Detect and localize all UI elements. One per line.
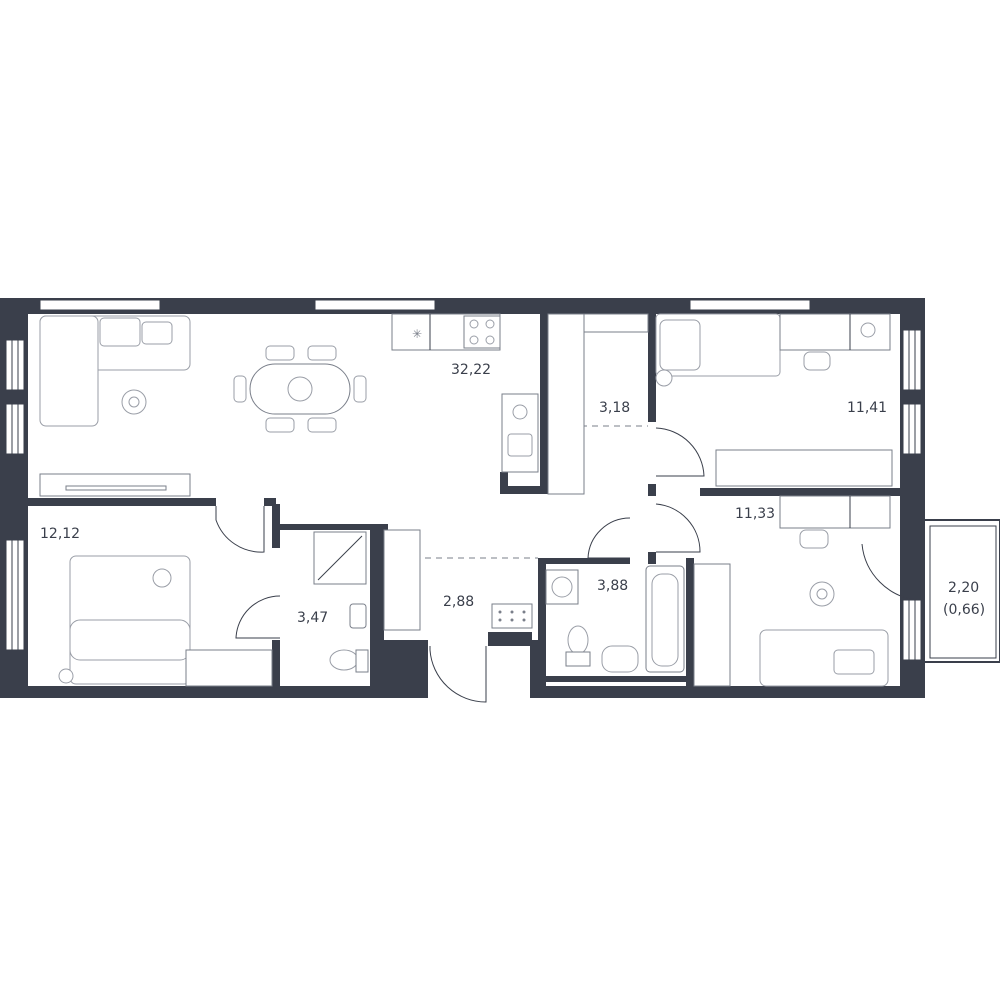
- area-bedroom-left: 12,12: [40, 526, 80, 542]
- desk-right: [779, 495, 891, 549]
- doors: [215, 427, 919, 703]
- dining-table: [233, 345, 367, 433]
- tv-stand: [39, 473, 191, 497]
- plant-icon: [121, 389, 147, 415]
- area-hallway: 2,88: [443, 594, 474, 610]
- shower-left: [313, 531, 367, 585]
- window-left-bottom: [5, 539, 25, 651]
- sink-left: [349, 603, 367, 629]
- svg-text:✳: ✳: [412, 327, 422, 341]
- area-bathroom-center: 3,88: [597, 578, 628, 594]
- desk-top-right: [779, 313, 891, 371]
- wardrobe-storage: [547, 313, 649, 495]
- toilet-center: [565, 625, 591, 667]
- washing-machine: [545, 569, 579, 605]
- plant-right-icon: [809, 581, 835, 607]
- bathtub: [645, 565, 685, 673]
- wardrobe-top-right: [715, 449, 893, 487]
- window-left-top: [5, 339, 25, 391]
- kitchen-counter: ✳: [391, 313, 539, 473]
- sofa: [39, 315, 191, 427]
- hallway-shoe-rack: [491, 603, 533, 629]
- bed-left: [69, 555, 191, 685]
- area-bathroom-left: 3,47: [297, 610, 328, 626]
- area-storage: 3,18: [599, 400, 630, 416]
- window-left-middle: [5, 403, 25, 455]
- sink-center: [601, 645, 639, 673]
- window-right-top: [902, 329, 922, 391]
- sofa-right: [759, 629, 889, 687]
- area-bedroom-top-right: 11,41: [847, 400, 887, 416]
- wardrobe-hallway-left: [383, 529, 421, 631]
- wardrobe-left: [185, 649, 273, 687]
- area-bedroom-right: 11,33: [735, 506, 775, 522]
- window-right-middle: [902, 403, 922, 455]
- window-top-2: [314, 299, 436, 311]
- area-balcony-reduced: (0,66): [943, 602, 985, 618]
- wardrobe-right: [693, 563, 731, 687]
- balcony: [923, 519, 1000, 663]
- window-top-3: [689, 299, 811, 311]
- toilet-left: [329, 649, 369, 673]
- area-living-kitchen: 32,22: [451, 362, 491, 378]
- interior-walls: [28, 314, 900, 690]
- window-top-1: [39, 299, 161, 311]
- nightstand-icon: [58, 668, 74, 684]
- bed-top-right: [655, 313, 781, 377]
- area-balcony: 2,20: [948, 580, 979, 596]
- window-right-bottom: [902, 599, 922, 661]
- lamp-icon: [655, 369, 673, 387]
